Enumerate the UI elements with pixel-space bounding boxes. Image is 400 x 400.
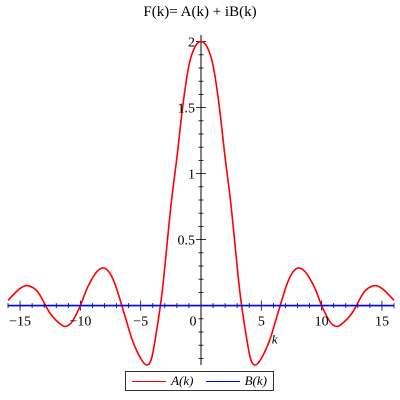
y-tick-label: 1.5	[178, 102, 196, 117]
x-tick-label: −5	[133, 315, 148, 330]
legend-label-b: B(k)	[244, 373, 267, 388]
legend-item-a: A(k)	[132, 373, 193, 389]
y-tick-label: 0.5	[178, 234, 196, 249]
series-line-a	[7, 40, 395, 366]
series-layer	[7, 40, 395, 366]
legend: A(k) B(k)	[125, 371, 274, 391]
chart-title: F(k)= A(k) + iB(k)	[143, 4, 257, 20]
x-tick-label: 10	[315, 315, 329, 330]
y-tick-label: 2	[188, 36, 195, 51]
x-tick-label: 0	[190, 315, 197, 330]
legend-item-b: B(k)	[205, 373, 267, 389]
legend-swatch-b	[205, 380, 240, 382]
x-tick-label: −15	[9, 315, 31, 330]
legend-label-a: A(k)	[171, 373, 194, 388]
x-axis-label: k	[272, 332, 278, 347]
x-tick-label: −10	[69, 315, 91, 330]
axes	[7, 35, 395, 365]
x-tick-label: 5	[258, 315, 265, 330]
legend-swatch-a	[132, 380, 167, 382]
y-tick-label: 1	[188, 168, 195, 183]
x-tick-label: 15	[375, 315, 389, 330]
tick-labels: −15 −10 −5 0 5 10 15 0.5 1 1.5 2 k	[9, 36, 389, 347]
